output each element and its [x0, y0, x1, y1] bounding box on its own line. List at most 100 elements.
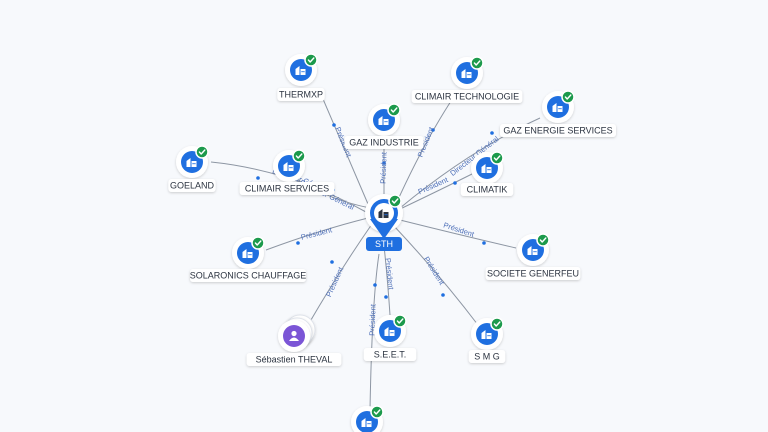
center-label: STH — [375, 239, 393, 249]
building-icon — [186, 158, 197, 167]
building-icon — [295, 66, 306, 75]
node-label-box — [246, 353, 342, 366]
center-node[interactable]: STH — [365, 194, 403, 251]
edge-arrow-icon — [382, 161, 386, 165]
edge-arrow-icon — [431, 128, 435, 132]
edge-line — [319, 91, 369, 205]
node-label: GAZ INDUSTRIE — [349, 138, 419, 148]
company-node[interactable]: THERMXP — [277, 53, 325, 101]
edge-line — [369, 253, 380, 411]
building-icon — [378, 116, 389, 125]
verified-check-icon — [536, 233, 550, 247]
node-label-box — [239, 182, 335, 195]
building-icon — [461, 69, 472, 78]
verified-check-icon — [490, 151, 504, 165]
company-node[interactable] — [351, 405, 384, 432]
building-icon — [378, 209, 389, 218]
building-icon — [283, 162, 294, 171]
company-node[interactable]: GOELAND — [168, 145, 216, 192]
company-node[interactable]: CLIMAIR SERVICES — [239, 149, 335, 195]
edge-label: Président — [367, 303, 377, 336]
edge-arrow-icon — [453, 181, 457, 185]
verified-check-icon — [304, 53, 318, 67]
company-node[interactable]: CLIMATIK — [460, 151, 514, 196]
edge-label: Président — [422, 255, 447, 287]
edge-arrow-icon — [256, 176, 260, 180]
node-label-box — [468, 350, 506, 363]
verified-check-icon — [490, 317, 504, 331]
company-node[interactable]: SOLARONICS CHAUFFAGE — [190, 236, 307, 282]
verified-check-icon — [393, 314, 407, 328]
edge-arrow-icon — [296, 241, 300, 245]
edge: Président — [307, 223, 373, 326]
edge-label: Président — [324, 265, 345, 298]
building-icon — [552, 103, 563, 112]
node-label: SOLARONICS CHAUFFAGE — [190, 271, 307, 281]
edge-line — [307, 223, 373, 326]
edge-line — [395, 94, 456, 205]
node-label-box — [190, 269, 306, 282]
node-label-box — [363, 348, 417, 361]
node-label-box — [500, 124, 616, 137]
person-node[interactable]: Sébastien THEVAL — [246, 314, 342, 366]
company-node[interactable]: S M G — [468, 317, 506, 363]
edge: Président — [393, 225, 479, 326]
node-label: GOELAND — [170, 181, 215, 191]
node-label: SOCIETE GENERFEU — [487, 269, 579, 279]
edge-arrow-icon — [373, 283, 377, 287]
edge-arrow-icon — [332, 123, 336, 127]
building-icon — [527, 246, 538, 255]
edge-label: Président — [383, 258, 395, 291]
company-node[interactable]: CLIMAIR TECHNOLOGIE — [411, 56, 523, 103]
company-node[interactable]: GAZ INDUSTRIE — [344, 103, 424, 149]
edge-label: Président — [378, 151, 388, 184]
verified-check-icon — [292, 149, 306, 163]
edge-line — [397, 173, 473, 211]
nodes-layer: THERMXP CLIMAIR TECHNOLOGIE GAZ ENERGIE SE… — [168, 53, 616, 432]
verified-check-icon — [470, 56, 484, 70]
verified-check-icon — [388, 194, 402, 208]
node-label: Sébastien THEVAL — [256, 355, 333, 365]
verified-check-icon — [561, 90, 575, 104]
node-label: S.E.E.T. — [374, 350, 407, 360]
node-label-box — [277, 88, 325, 101]
node-label: CLIMAIR TECHNOLOGIE — [415, 92, 519, 102]
node-label-box — [411, 90, 523, 103]
verified-check-icon — [370, 405, 384, 419]
edge: Président — [367, 253, 380, 411]
company-node[interactable]: GAZ ENERGIE SERVICES — [500, 90, 616, 137]
edge-line — [399, 219, 517, 249]
node-label-box — [344, 136, 424, 149]
company-node[interactable]: SOCIETE GENERFEU — [485, 233, 581, 280]
edge-arrow-icon — [441, 293, 445, 297]
edge-line — [393, 225, 479, 326]
edge-label: Président — [300, 225, 334, 242]
node-label-box — [460, 183, 514, 196]
node-label-box — [168, 179, 216, 192]
edge-arrow-icon — [482, 241, 486, 245]
edge-arrow-icon — [330, 260, 334, 264]
edge-arrow-icon — [384, 295, 388, 299]
node-label: S M G — [474, 352, 500, 362]
building-icon — [481, 330, 492, 339]
center-label-box — [366, 237, 402, 251]
node-label: THERMXP — [279, 90, 323, 100]
node-label: GAZ ENERGIE SERVICES — [503, 126, 612, 136]
node-label-box — [485, 267, 581, 280]
edge-label: Président — [442, 220, 476, 239]
person-icon — [289, 330, 299, 341]
building-icon — [481, 164, 492, 173]
verified-check-icon — [387, 103, 401, 117]
verified-check-icon — [195, 145, 209, 159]
node-label: CLIMATIK — [467, 185, 508, 195]
edge-arrow-icon — [490, 131, 494, 135]
node-label: CLIMAIR SERVICES — [245, 184, 329, 194]
building-icon — [384, 327, 395, 336]
edge: Président — [399, 219, 517, 249]
building-icon — [361, 418, 372, 427]
verified-check-icon — [251, 236, 265, 250]
building-icon — [242, 249, 253, 258]
edge: Président — [265, 217, 369, 251]
company-node[interactable]: S.E.E.T. — [363, 314, 417, 361]
